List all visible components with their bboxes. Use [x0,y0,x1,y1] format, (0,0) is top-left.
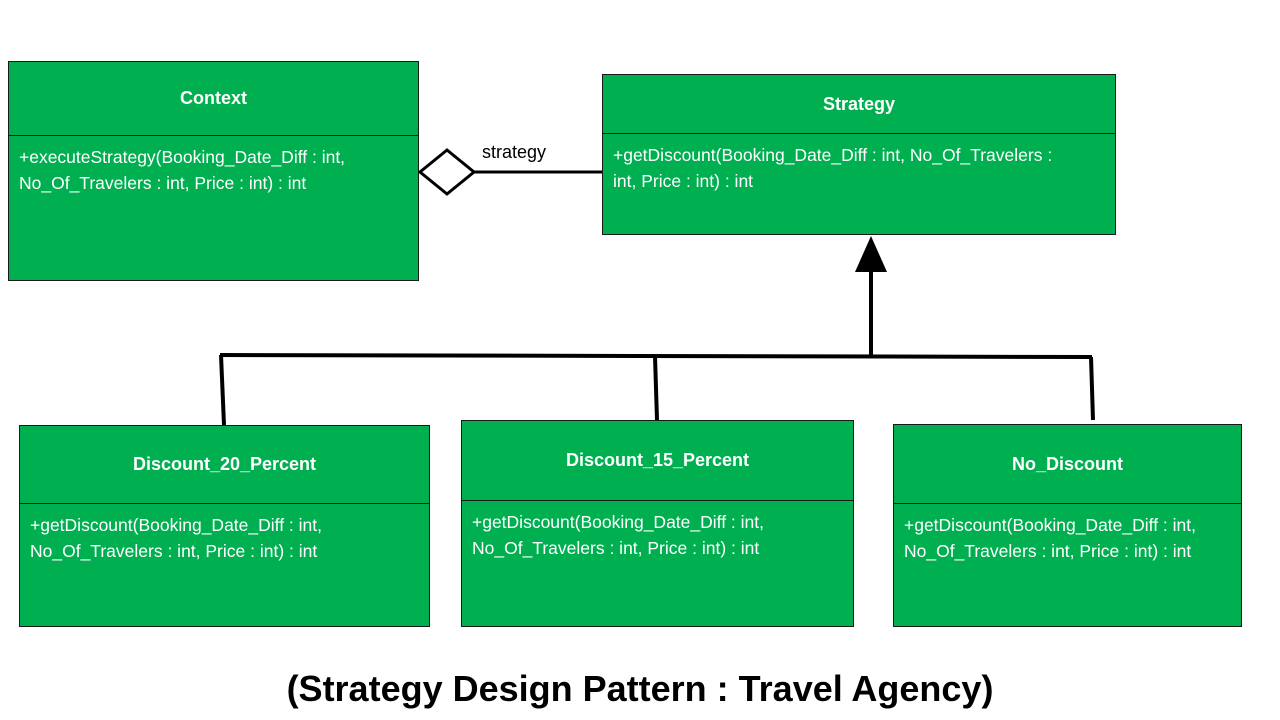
operation-get-discount: +getDiscount(Booking_Date_Diff : int, No… [613,145,1053,191]
aggregation-role-label: strategy [482,142,547,162]
aggregation-diamond [417,148,477,196]
class-strategy-operations: +getDiscount(Booking_Date_Diff : int, No… [603,134,1115,234]
operation-get-discount: +getDiscount(Booking_Date_Diff : int, No… [30,515,322,561]
class-discount-20-percent-name: Discount_20_Percent [20,426,429,504]
class-discount-20-percent-operations: +getDiscount(Booking_Date_Diff : int, No… [20,504,429,626]
inheritance-branch-discount-20 [219,354,226,426]
operation-get-discount: +getDiscount(Booking_Date_Diff : int, No… [472,512,764,558]
class-no-discount-operations: +getDiscount(Booking_Date_Diff : int, No… [894,504,1241,626]
class-strategy-name: Strategy [603,75,1115,134]
inheritance-branch-discount-15 [653,355,659,421]
operation-get-discount: +getDiscount(Booking_Date_Diff : int, No… [904,515,1196,561]
class-context-operations: +executeStrategy(Booking_Date_Diff : int… [9,136,418,280]
operation-execute-strategy: +executeStrategy(Booking_Date_Diff : int… [19,147,346,193]
class-no-discount-name: No_Discount [894,425,1241,504]
class-context[interactable]: Context +executeStrategy(Booking_Date_Di… [8,61,419,281]
class-discount-20-percent[interactable]: Discount_20_Percent +getDiscount(Booking… [19,425,430,627]
class-discount-15-percent[interactable]: Discount_15_Percent +getDiscount(Booking… [461,420,854,627]
class-discount-15-percent-operations: +getDiscount(Booking_Date_Diff : int, No… [462,501,853,626]
class-context-name: Context [9,62,418,136]
class-no-discount[interactable]: No_Discount +getDiscount(Booking_Date_Di… [893,424,1242,627]
class-strategy[interactable]: Strategy +getDiscount(Booking_Date_Diff … [602,74,1116,235]
inheritance-branch-no-discount [1089,356,1095,421]
inheritance-arrowhead [855,236,887,272]
diagram-caption: (Strategy Design Pattern : Travel Agency… [286,668,994,709]
class-discount-15-percent-name: Discount_15_Percent [462,421,853,501]
